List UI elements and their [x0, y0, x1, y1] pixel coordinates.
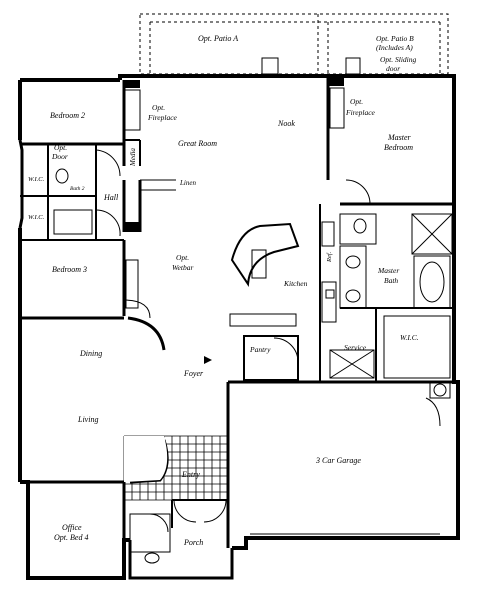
- opt-patio-a-label: Opt. Patio A: [198, 34, 238, 43]
- dining-label: Dining: [79, 349, 102, 358]
- opt-door-label: Opt.: [54, 143, 67, 152]
- wic-left-bottom-label: W.I.C.: [28, 214, 45, 221]
- opt-patio-b-label: Opt. Patio B: [376, 34, 414, 43]
- opt-sliding-door-label: Opt. Sliding: [380, 55, 417, 64]
- opt-fireplace-right-label-2: Fireplace: [345, 108, 376, 117]
- bedroom-3-label: Bedroom 3: [52, 265, 87, 274]
- linen-label: Linen: [179, 179, 196, 187]
- exterior-walls: [18, 74, 460, 580]
- master-bedroom-label: Master: [387, 133, 412, 142]
- media-label: Media: [129, 148, 137, 167]
- opt-sliding-door-label-2: door: [386, 64, 400, 73]
- great-room-label: Great Room: [178, 139, 217, 148]
- opt-door-label-2: Door: [51, 152, 68, 161]
- nook-label: Nook: [277, 119, 295, 128]
- entry-label: Entry: [181, 470, 200, 479]
- ref-label: Ref.: [326, 251, 333, 263]
- opt-patio-b-includes-label: (Includes A): [376, 43, 413, 52]
- room-labels: Opt. Patio A Opt. Patio B (Includes A) O…: [28, 34, 419, 547]
- master-bath-label-2: Bath: [384, 276, 398, 285]
- office-label-2: Opt. Bed 4: [54, 533, 88, 542]
- garage-label: 3 Car Garage: [315, 456, 361, 465]
- master-bedroom-label-2: Bedroom: [384, 143, 413, 152]
- opt-fireplace-right-label: Opt.: [350, 97, 363, 106]
- kitchen-label: Kitchen: [283, 279, 308, 288]
- living-label: Living: [77, 415, 98, 424]
- bath-2-label: Bath 2: [70, 186, 85, 192]
- opt-wetbar-label: Opt.: [176, 253, 189, 262]
- opt-fireplace-left-label-2: Fireplace: [147, 113, 178, 122]
- foyer-label: Foyer: [183, 369, 204, 378]
- wic-master-label: W.I.C.: [400, 333, 419, 342]
- office-label: Office: [62, 523, 82, 532]
- opt-wetbar-label-2: Wetbar: [172, 263, 193, 272]
- pantry-label: Pantry: [249, 345, 271, 354]
- porch-label: Porch: [183, 538, 203, 547]
- hall-label: Hall: [103, 193, 119, 202]
- opt-fireplace-left-label: Opt.: [152, 103, 165, 112]
- tile-mask: [124, 436, 168, 482]
- service-label: Service: [344, 343, 367, 352]
- bedroom-2-label: Bedroom 2: [50, 111, 85, 120]
- wic-left-top-label: W.I.C.: [28, 176, 45, 183]
- master-bath-label: Master: [377, 266, 399, 275]
- entry-tile-grid: [123, 435, 229, 501]
